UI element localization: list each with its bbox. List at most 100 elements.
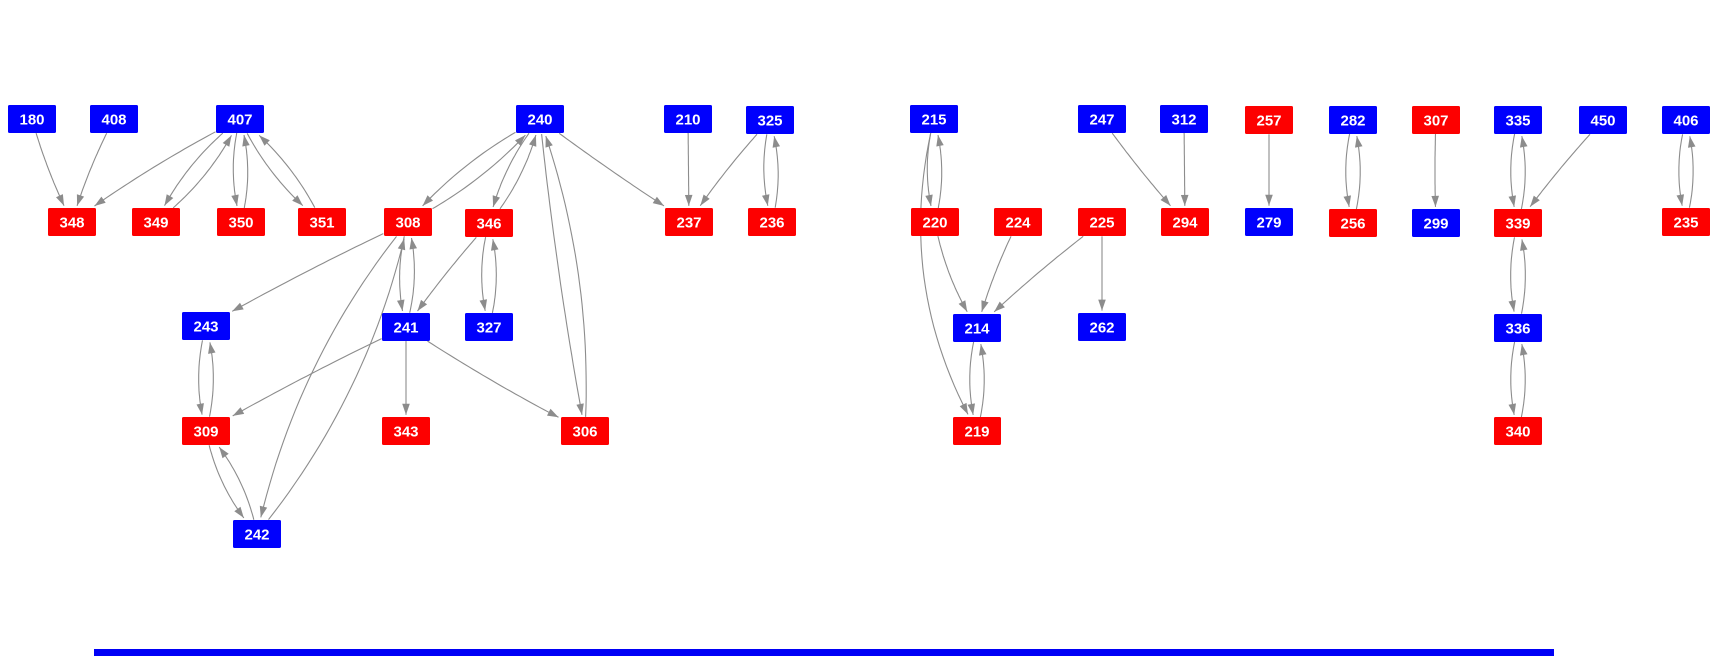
arrowhead-icon xyxy=(1508,403,1516,415)
edge-308-240 xyxy=(432,134,526,210)
node-327: 327 xyxy=(465,313,513,341)
node-label: 343 xyxy=(393,424,418,441)
edge-225-214 xyxy=(993,235,1084,313)
node-235: 235 xyxy=(1662,208,1710,236)
node-box xyxy=(748,208,796,236)
node-box xyxy=(953,417,1001,445)
node-label: 349 xyxy=(143,215,168,232)
node-label: 340 xyxy=(1505,424,1530,441)
node-box xyxy=(953,314,1001,342)
arrowhead-icon xyxy=(397,238,406,251)
arrowhead-icon xyxy=(259,135,270,146)
edge-247-294 xyxy=(1111,132,1171,207)
node-label: 257 xyxy=(1256,113,1281,130)
arrowhead-icon xyxy=(1160,195,1171,206)
edge-407-351 xyxy=(246,133,304,207)
edge-240-346 xyxy=(492,132,530,208)
node-box xyxy=(384,208,432,236)
arrowhead-icon xyxy=(515,135,526,146)
arrowhead-icon xyxy=(1520,136,1528,148)
node-240: 240 xyxy=(516,105,564,133)
arrowhead-icon xyxy=(959,402,968,415)
arrowhead-icon xyxy=(529,135,537,147)
node-340: 340 xyxy=(1494,417,1542,445)
node-box xyxy=(1494,209,1542,237)
edge-215-219 xyxy=(920,133,969,415)
node-407: 407 xyxy=(216,105,264,133)
node-label: 180 xyxy=(19,112,44,129)
edge-224-214 xyxy=(981,236,1012,312)
node-box xyxy=(910,105,958,133)
node-351: 351 xyxy=(298,208,346,236)
node-label: 450 xyxy=(1590,113,1615,130)
edge-242-309 xyxy=(218,446,255,520)
node-box xyxy=(1662,106,1710,134)
node-346: 346 xyxy=(465,209,513,237)
edge-220-215 xyxy=(936,134,944,209)
edge-308-242 xyxy=(259,236,397,518)
edge-327-346 xyxy=(491,239,499,314)
node-180: 180 xyxy=(8,105,56,133)
node-box xyxy=(8,105,56,133)
node-label: 306 xyxy=(572,424,597,441)
node-box xyxy=(217,208,265,236)
arrowhead-icon xyxy=(402,403,410,415)
edge-180-348 xyxy=(35,132,65,206)
arrowhead-icon xyxy=(76,194,85,206)
node-225: 225 xyxy=(1078,208,1126,236)
arrowhead-icon xyxy=(652,196,664,206)
edge-450-339 xyxy=(1529,133,1591,208)
node-box xyxy=(1078,105,1126,133)
edge-241-343 xyxy=(402,341,410,415)
arrowhead-icon xyxy=(547,408,559,418)
node-336: 336 xyxy=(1494,314,1542,342)
node-box xyxy=(382,313,430,341)
edge-214-219 xyxy=(967,341,975,416)
arrowhead-icon xyxy=(1676,194,1684,206)
edge-243-309 xyxy=(196,340,204,415)
edge-336-340 xyxy=(1508,341,1516,416)
node-220: 220 xyxy=(911,208,959,236)
edge-256-282 xyxy=(1355,135,1363,210)
node-325: 325 xyxy=(746,106,794,134)
node-label: 262 xyxy=(1089,320,1114,337)
edge-325-237 xyxy=(699,133,758,207)
node-label: 350 xyxy=(228,215,253,232)
node-box xyxy=(1245,106,1293,134)
node-214: 214 xyxy=(953,314,1001,342)
node-307: 307 xyxy=(1412,106,1460,134)
edge-240-306 xyxy=(541,134,584,415)
node-224: 224 xyxy=(994,208,1042,236)
edge-241-309 xyxy=(232,338,382,417)
node-box xyxy=(1160,105,1208,133)
arrowhead-icon xyxy=(1098,299,1106,311)
node-299: 299 xyxy=(1412,209,1460,237)
node-label: 240 xyxy=(527,112,552,129)
node-box xyxy=(182,417,230,445)
edge-219-214 xyxy=(979,343,987,418)
arrowhead-icon xyxy=(545,136,553,148)
arrowhead-icon xyxy=(1508,300,1516,312)
node-box xyxy=(182,312,230,340)
node-350: 350 xyxy=(217,208,265,236)
node-box xyxy=(1161,208,1209,236)
node-box xyxy=(48,208,96,236)
edge-257-279 xyxy=(1265,134,1273,206)
node-label: 235 xyxy=(1673,215,1698,232)
edge-335-339 xyxy=(1508,133,1516,208)
node-box xyxy=(516,105,564,133)
node-243: 243 xyxy=(182,312,230,340)
arrowhead-icon xyxy=(936,135,944,147)
node-label: 339 xyxy=(1505,216,1530,233)
node-box xyxy=(1329,209,1377,237)
arrowhead-icon xyxy=(232,302,244,312)
node-box xyxy=(665,208,713,236)
edge-241-308 xyxy=(409,237,417,313)
arrowhead-icon xyxy=(219,447,229,459)
edge-210-237 xyxy=(684,132,693,206)
arrowhead-icon xyxy=(1520,239,1528,251)
node-450: 450 xyxy=(1579,106,1627,134)
node-label: 312 xyxy=(1171,112,1196,129)
node-label: 299 xyxy=(1423,216,1448,233)
node-215: 215 xyxy=(910,105,958,133)
